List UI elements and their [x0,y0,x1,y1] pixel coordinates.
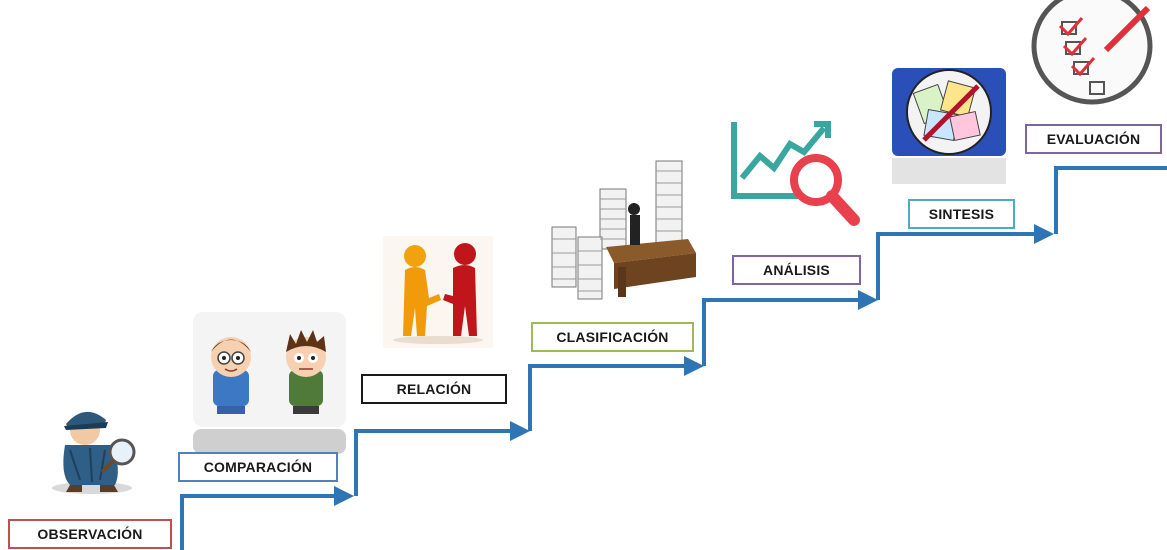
trend-chart-magnifier-icon [731,121,860,226]
stair-arrow-6 [1054,166,1167,234]
checklist-pencil-icon [1031,0,1153,105]
step-label-evaluacion: EVALUACIÓN [1025,124,1162,154]
stair-arrow-3 [528,356,704,431]
stair-arrow-2 [354,421,530,496]
paper-notes-pen-icon [892,68,1006,184]
step-label-comparacion: COMPARACIÓN [178,452,338,482]
detective-magnifier-icon [52,411,136,494]
step-label-clasificacion: CLASIFICACIÓN [531,322,694,352]
stair-arrow-4 [702,290,878,366]
two-cartoon-kids-icon [193,312,346,454]
office-desk-paper-stacks-icon [551,160,696,300]
stair-arrow-5 [876,224,1054,300]
step-label-relacion: RELACIÓN [361,374,507,404]
step-label-observacion: OBSERVACIÓN [8,519,172,549]
step-label-sintesis: SINTESIS [908,199,1015,229]
handshake-figures-icon [383,236,493,348]
step-label-analisis: ANÁLISIS [732,255,861,285]
stair-arrow-1 [180,486,354,550]
